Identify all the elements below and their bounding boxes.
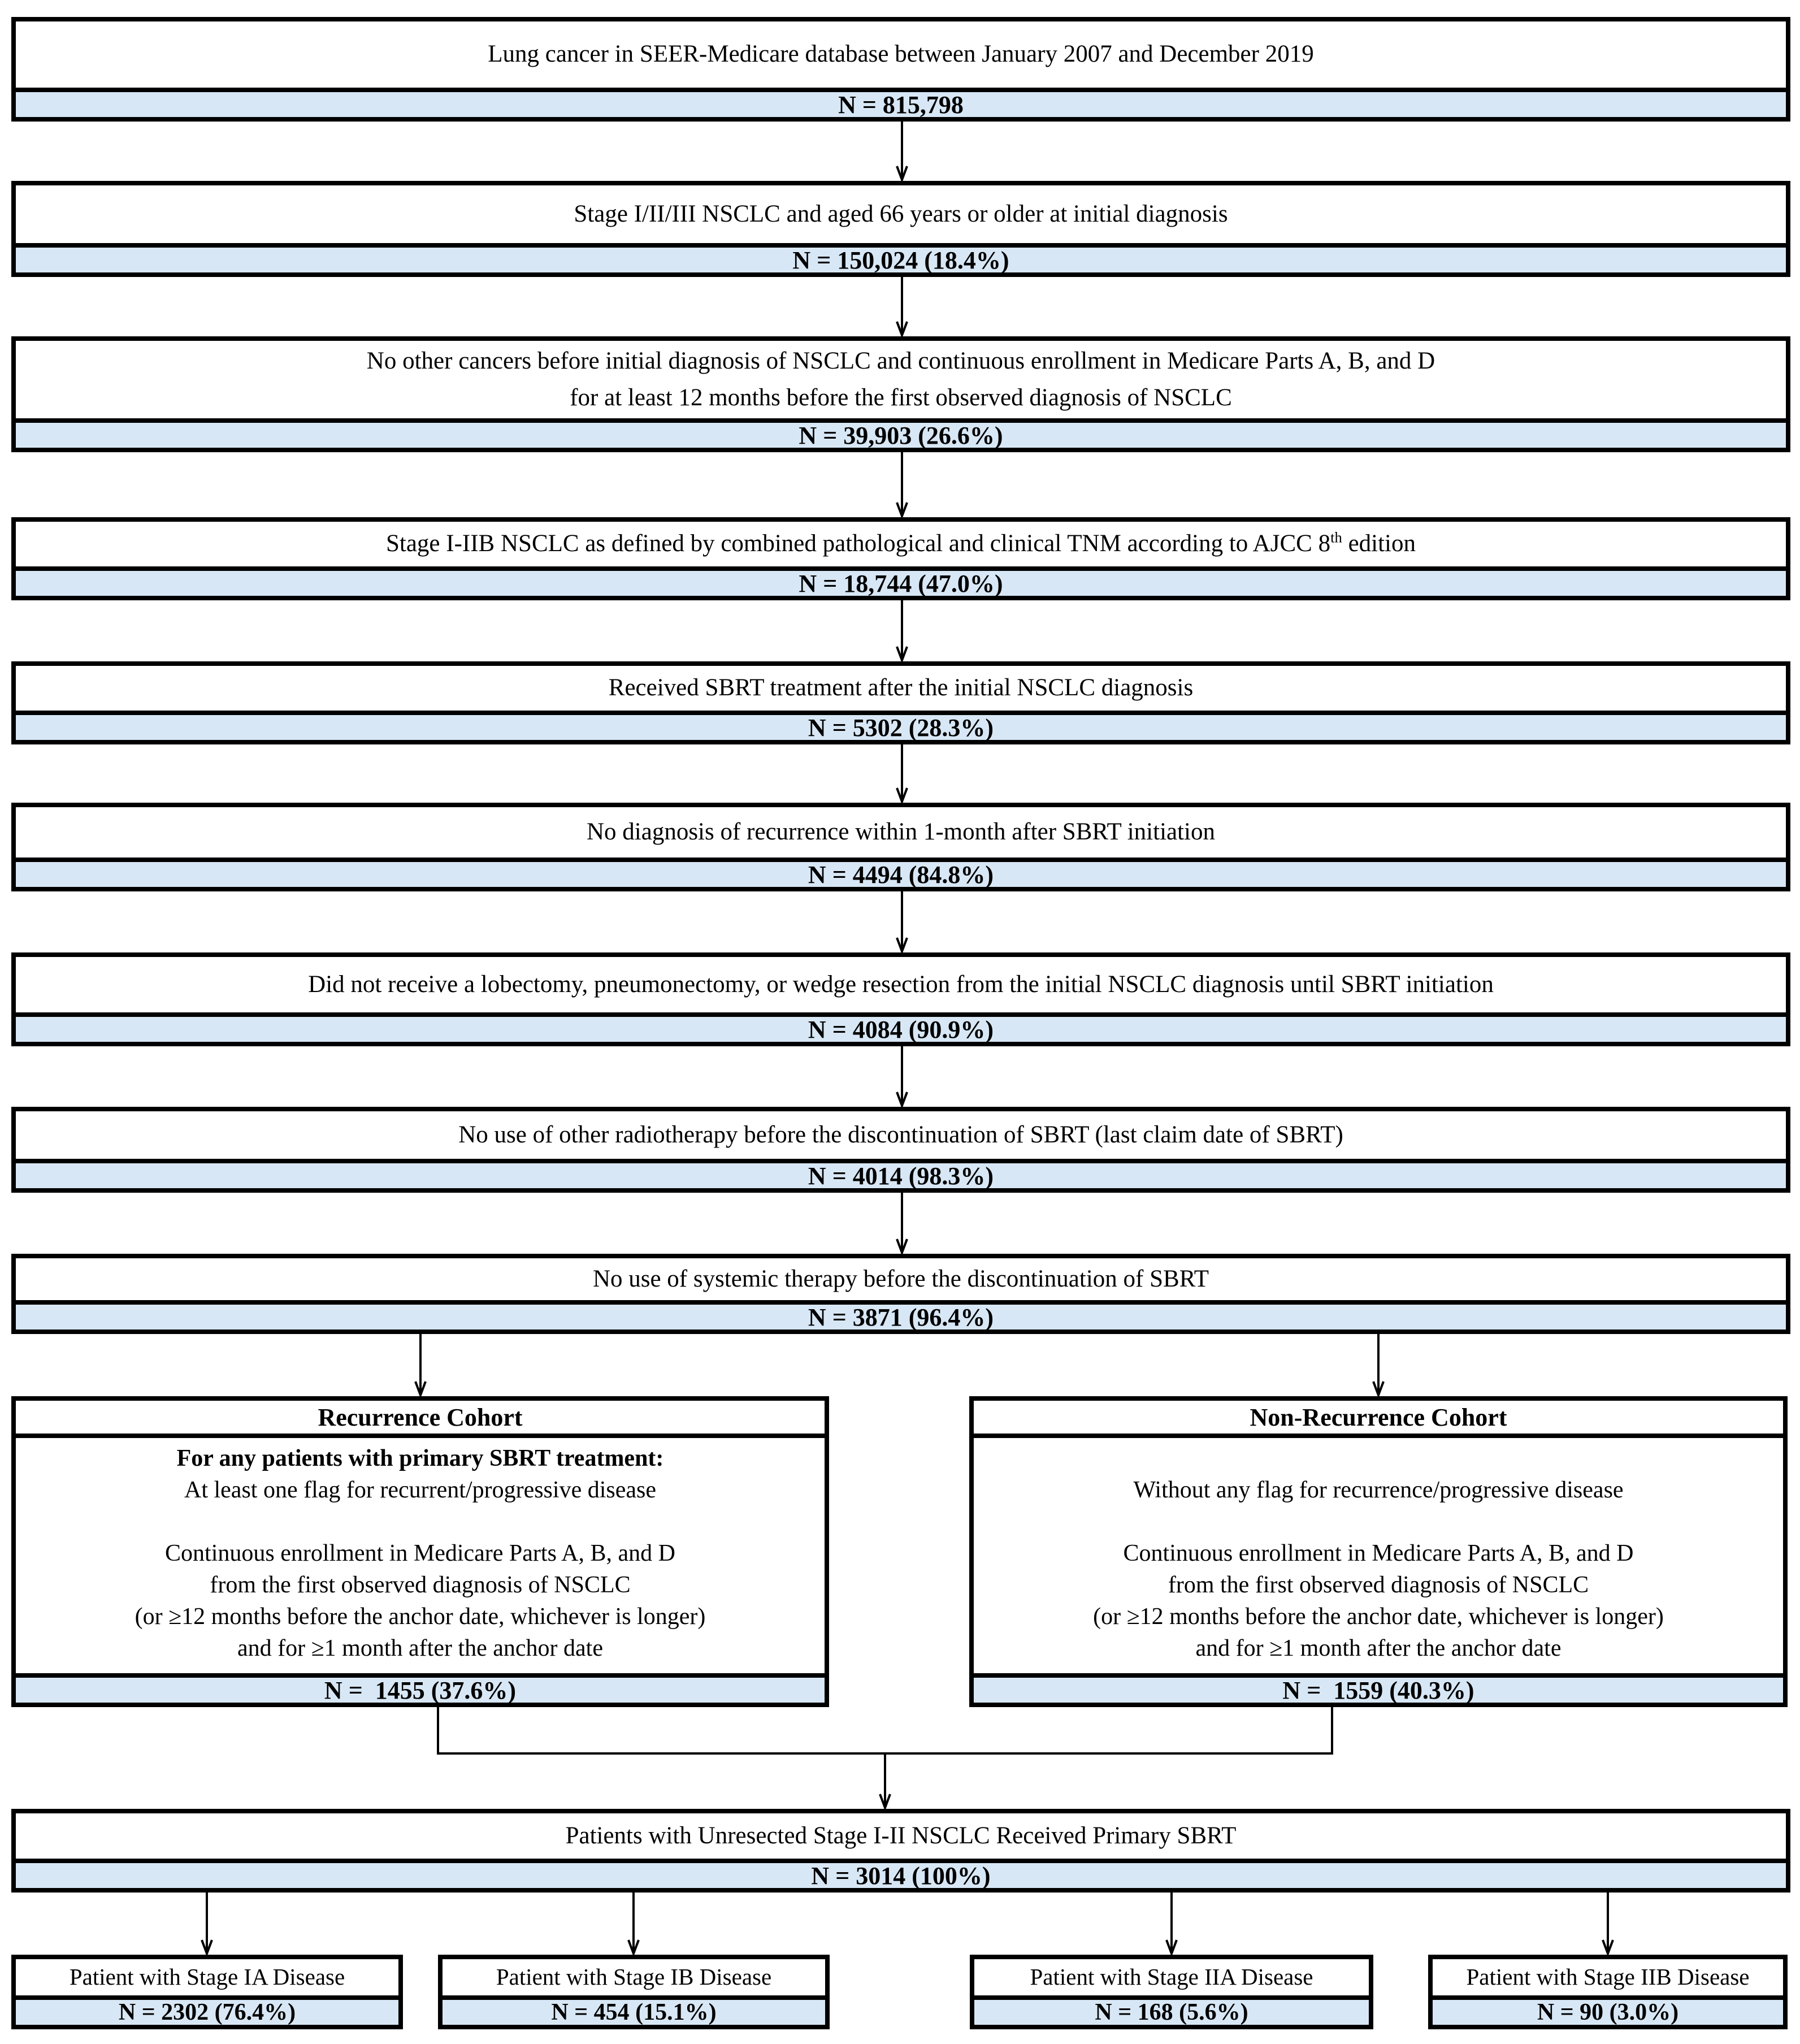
cohort-criteria-line: (or ≥12 months before the anchor date, w… xyxy=(1093,1604,1664,1630)
flow-box-stage-age: Stage I/II/III NSCLC and aged 66 years o… xyxy=(11,181,1790,277)
down-arrow-icon xyxy=(895,122,909,183)
n-count-bar: N = 4014 (98.3%) xyxy=(16,1159,1786,1190)
n-count-bar: N = 4494 (84.8%) xyxy=(16,858,1786,889)
flow-box-text: No use of systemic therapy before the di… xyxy=(592,1265,1209,1292)
cohort-title: Non-Recurrence Cohort xyxy=(974,1401,1783,1438)
cohort-criteria-line: from the first observed diagnosis of NSC… xyxy=(1168,1572,1589,1598)
connector-line xyxy=(437,1707,439,1755)
flow-box-no-systemic-therapy: No use of systemic therapy before the di… xyxy=(11,1254,1790,1334)
cohort-criteria-line: Continuous enrollment in Medicare Parts … xyxy=(1123,1540,1634,1566)
cohort-criteria-line: Without any flag for recurrence/progress… xyxy=(1133,1477,1624,1503)
stage-box-text: Patient with Stage IIA Disease xyxy=(1030,1964,1313,1990)
n-count-bar: N = 90 (3.0%) xyxy=(1433,1995,1783,2025)
flow-box-received-sbrt: Received SBRT treatment after the initia… xyxy=(11,661,1790,744)
flow-box-text: Received SBRT treatment after the initia… xyxy=(608,674,1194,701)
cohort-criteria-line: and for ≥1 month after the anchor date xyxy=(1195,1635,1562,1661)
down-arrow-icon xyxy=(895,600,909,664)
down-arrow-icon xyxy=(626,1893,641,1957)
down-arrow-icon xyxy=(1601,1893,1615,1957)
cohort-criteria: For any patients with primary SBRT treat… xyxy=(16,1438,825,1673)
cohort-criteria-line: and for ≥1 month after the anchor date xyxy=(237,1635,603,1661)
flow-box-text: Lung cancer in SEER-Medicare database be… xyxy=(488,41,1314,68)
flow-box-text: No other cancers before initial diagnosi… xyxy=(366,348,1435,411)
flow-box-text: Patients with Unresected Stage I-II NSCL… xyxy=(565,1822,1237,1849)
down-arrow-icon xyxy=(413,1334,428,1398)
n-count-bar: N = 39,903 (26.6%) xyxy=(16,418,1786,449)
down-arrow-icon xyxy=(1371,1334,1386,1398)
cohort-criteria-line: (or ≥12 months before the anchor date, w… xyxy=(135,1604,706,1630)
flow-box-text: No use of other radiotherapy before the … xyxy=(458,1121,1343,1148)
down-arrow-icon xyxy=(895,1193,909,1256)
flow-box-seer-database: Lung cancer in SEER-Medicare database be… xyxy=(11,17,1790,122)
down-arrow-icon xyxy=(895,891,909,955)
n-count-bar: N = 150,024 (18.4%) xyxy=(16,243,1786,274)
cohort-criteria-line: from the first observed diagnosis of NSC… xyxy=(210,1572,631,1598)
down-arrow-icon xyxy=(199,1893,214,1957)
blank-line xyxy=(974,1443,1783,1474)
cohort-criteria-line: Continuous enrollment in Medicare Parts … xyxy=(165,1540,675,1566)
recurrence-cohort-box: Recurrence Cohort For any patients with … xyxy=(11,1396,829,1707)
flow-box-text: Stage I/II/III NSCLC and aged 66 years o… xyxy=(574,200,1228,227)
flow-box-no-surgery: Did not receive a lobectomy, pneumonecto… xyxy=(11,952,1790,1046)
non-recurrence-cohort-box: Non-Recurrence Cohort Without any flag f… xyxy=(969,1396,1788,1707)
n-count-bar: N = 2302 (76.4%) xyxy=(16,1995,398,2025)
down-arrow-icon xyxy=(895,1046,909,1109)
stage-ib-box: Patient with Stage IB Disease N = 454 (1… xyxy=(438,1955,830,2029)
down-arrow-icon xyxy=(895,277,909,339)
cohort-title: Recurrence Cohort xyxy=(16,1401,825,1438)
cohort-criteria: Without any flag for recurrence/progress… xyxy=(974,1438,1783,1673)
flow-box-text: Did not receive a lobectomy, pneumonecto… xyxy=(308,971,1494,998)
stage-ia-box: Patient with Stage IA Disease N = 2302 (… xyxy=(11,1955,403,2029)
connector-line xyxy=(1331,1707,1333,1755)
down-arrow-icon xyxy=(895,744,909,805)
blank-line xyxy=(974,1506,1783,1538)
n-count-bar: N = 1455 (37.6%) xyxy=(16,1673,825,1704)
flow-box-final-population: Patients with Unresected Stage I-II NSCL… xyxy=(11,1809,1790,1893)
flow-box-no-other-radiotherapy: No use of other radiotherapy before the … xyxy=(11,1107,1790,1193)
stage-box-text: Patient with Stage IB Disease xyxy=(496,1964,772,1990)
stage-box-text: Patient with Stage IA Disease xyxy=(69,1964,345,1990)
flow-box-no-recurrence-1month: No diagnosis of recurrence within 1-mont… xyxy=(11,803,1790,891)
cohort-criteria-line: At least one flag for recurrent/progress… xyxy=(184,1477,656,1503)
n-count-bar: N = 454 (15.1%) xyxy=(443,1995,825,2025)
flow-box-text: Stage I-IIB NSCLC as defined by combined… xyxy=(385,529,1416,557)
n-count-bar: N = 815,798 xyxy=(16,88,1786,119)
down-arrow-icon xyxy=(895,452,909,519)
n-count-bar: N = 18,744 (47.0%) xyxy=(16,566,1786,597)
n-count-bar: N = 5302 (28.3%) xyxy=(16,711,1786,742)
cohort-criteria-line: For any patients with primary SBRT treat… xyxy=(176,1445,664,1471)
n-count-bar: N = 3014 (100%) xyxy=(16,1859,1786,1890)
n-count-bar: N = 1559 (40.3%) xyxy=(974,1673,1783,1704)
down-arrow-icon xyxy=(878,1753,892,1811)
down-arrow-icon xyxy=(1164,1893,1179,1957)
flow-box-no-other-cancers: No other cancers before initial diagnosi… xyxy=(11,336,1790,452)
flow-box-stage-i-iib: Stage I-IIB NSCLC as defined by combined… xyxy=(11,517,1790,600)
n-count-bar: N = 4084 (90.9%) xyxy=(16,1012,1786,1043)
stage-iia-box: Patient with Stage IIA Disease N = 168 (… xyxy=(970,1955,1373,2029)
n-count-bar: N = 168 (5.6%) xyxy=(974,1995,1369,2025)
stage-iib-box: Patient with Stage IIB Disease N = 90 (3… xyxy=(1428,1955,1788,2029)
n-count-bar: N = 3871 (96.4%) xyxy=(16,1300,1786,1331)
flow-box-text: No diagnosis of recurrence within 1-mont… xyxy=(586,819,1216,846)
blank-line xyxy=(16,1506,825,1538)
stage-box-text: Patient with Stage IIB Disease xyxy=(1466,1964,1750,1990)
